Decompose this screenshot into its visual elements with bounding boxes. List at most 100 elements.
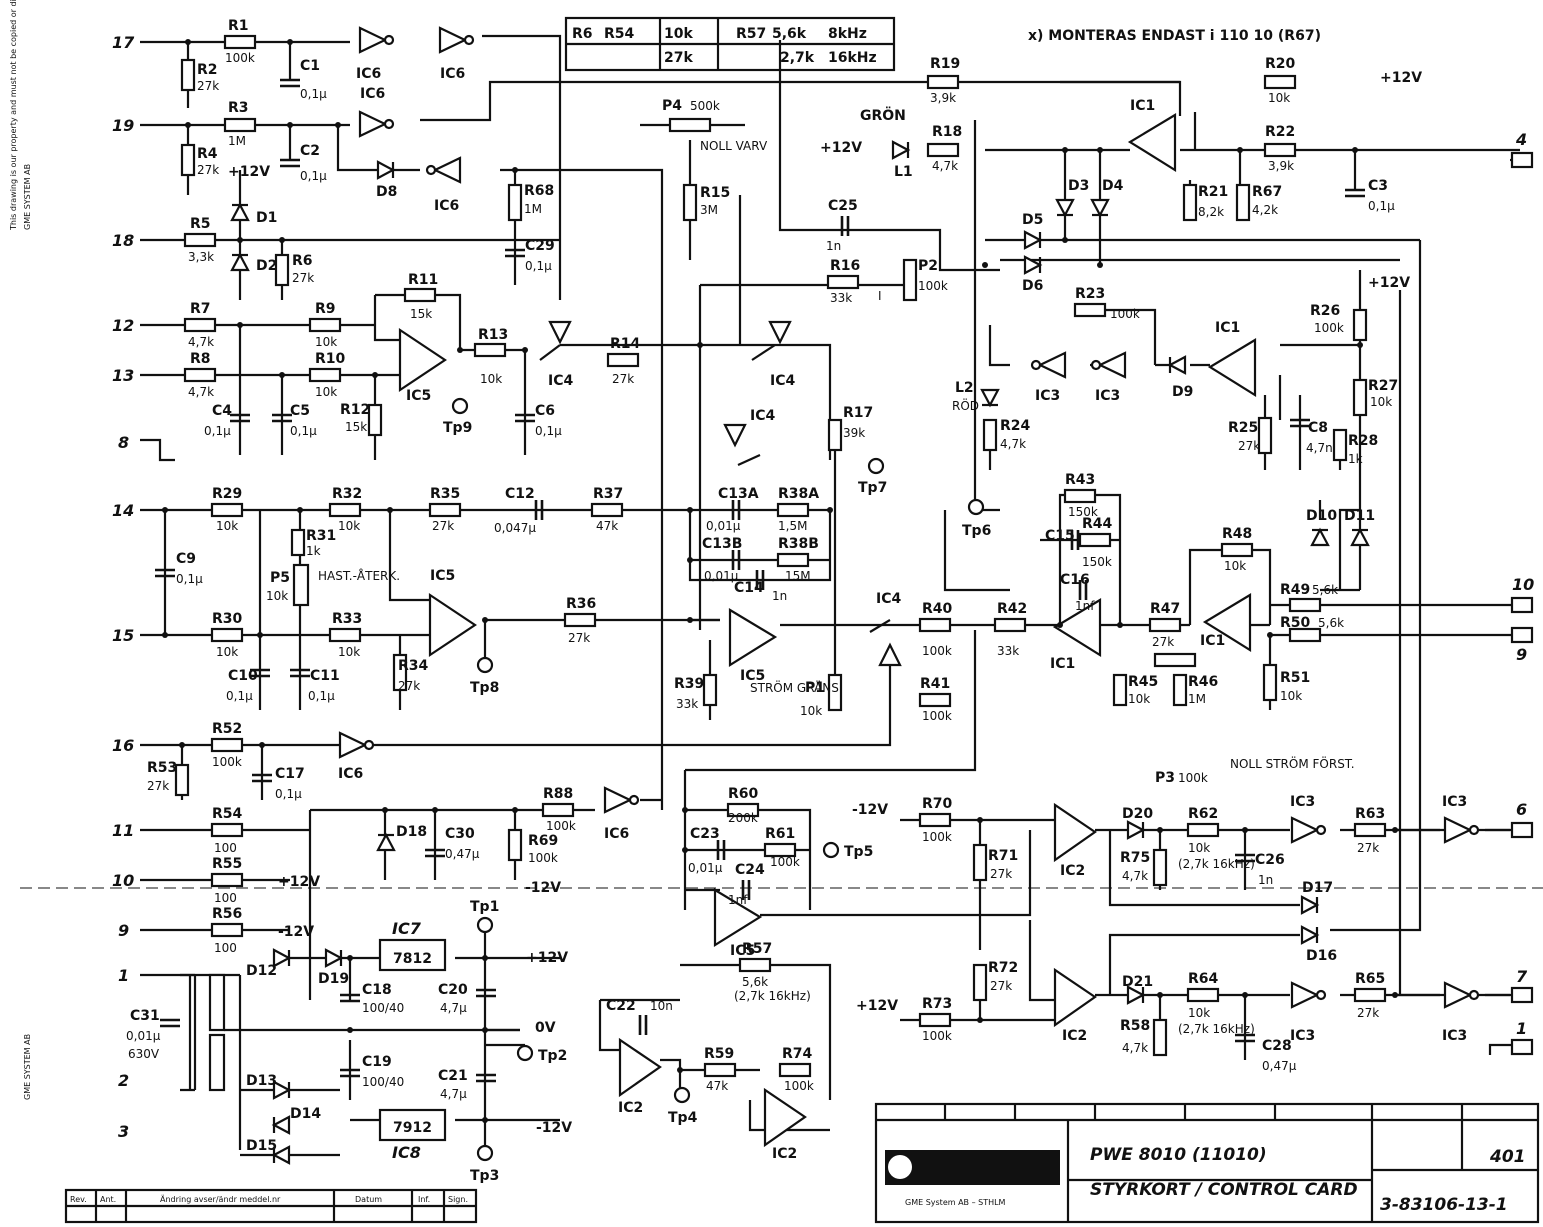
svg-text:4,7k: 4,7k [932,159,958,173]
svg-text:C1: C1 [300,58,320,74]
opamp-IC1-b [1207,338,1257,397]
revision-table: Rev. Ant. Ändring avser/ändr meddel.nr D… [64,1188,478,1224]
svg-text:R26: R26 [1310,303,1340,319]
svg-text:R16: R16 [830,258,860,274]
svg-text:27k: 27k [568,631,590,645]
svg-text:0,1µ: 0,1µ [290,424,317,438]
svg-text:33k: 33k [676,697,698,711]
resistor-R7 [183,317,217,333]
svg-text:D10: D10 [1306,508,1337,524]
resistor-R16 [826,274,860,290]
svg-text:R45: R45 [1128,674,1158,690]
svg-text:4,7µ: 4,7µ [440,1001,467,1015]
svg-text:R44: R44 [1082,516,1113,532]
power-section: 7812 7912 IC7 IC8 0V [180,919,556,1162]
svg-text:10k: 10k [1128,692,1150,706]
svg-text:Tp9: Tp9 [443,420,472,436]
svg-text:15: 15 [112,626,134,645]
svg-text:C21: C21 [438,1068,468,1084]
svg-text:27k: 27k [147,779,169,793]
opamp-IC1-c [1052,598,1102,657]
svg-text:R29: R29 [212,486,242,502]
svg-text:Tp2: Tp2 [538,1048,567,1064]
svg-text:4,2k: 4,2k [1252,203,1278,217]
resistor-R27 [1352,378,1368,417]
resistor-R53 [174,763,190,797]
svg-text:D18: D18 [396,824,427,840]
svg-text:R57: R57 [742,941,772,957]
opamp-IC2-c [618,1037,662,1098]
svg-text:IC6: IC6 [356,66,381,82]
svg-text:R54: R54 [212,806,243,822]
svg-text:D5: D5 [1022,212,1043,228]
svg-text:HAST.-ÅTERK.: HAST.-ÅTERK. [318,568,400,583]
svg-text:R59: R59 [704,1046,734,1062]
side-text: This drawing is our property and must no… [9,0,32,1100]
svg-text:0,01µ: 0,01µ [688,861,723,875]
resistor-R15 [682,183,698,222]
svg-text:10k: 10k [338,645,360,659]
svg-text:27k: 27k [292,271,314,285]
svg-text:IC5: IC5 [730,943,755,959]
svg-text:L2: L2 [955,380,974,396]
svg-text:100k: 100k [922,830,952,844]
svg-text:R2: R2 [197,62,218,78]
svg-text:R32: R32 [332,486,362,502]
svg-text:3: 3 [118,1122,129,1141]
svg-text:R41: R41 [920,676,950,692]
title-block: GME System AB – STHLM PWE 8010 (11010) S… [874,1102,1540,1224]
svg-text:4,7k: 4,7k [1122,869,1148,883]
svg-text:0,47µ: 0,47µ [445,847,480,861]
svg-text:0,1µ: 0,1µ [275,787,302,801]
header-r6-v1: 10k [664,26,693,42]
svg-text:GME SYSTEM AB: GME SYSTEM AB [23,1034,32,1100]
svg-text:C30: C30 [445,826,475,842]
svg-text:100k: 100k [546,819,576,833]
svg-text:C18: C18 [362,982,392,998]
svg-text:Tp7: Tp7 [858,480,887,496]
svg-text:R15: R15 [700,185,730,201]
svg-text:C11: C11 [310,668,340,684]
svg-text:8,2k: 8,2k [1198,205,1224,219]
resistor-R73 [918,1012,952,1028]
svg-text:Tp3: Tp3 [470,1168,499,1184]
resistor-R38B [776,552,810,568]
svg-text:R42: R42 [997,601,1027,617]
company-name: GME System AB – STHLM [905,1198,1006,1207]
svg-text:10: 10 [112,871,134,890]
resistor-R23 [1073,302,1107,318]
resistor-R50 [1288,627,1322,643]
svg-text:33k: 33k [830,291,852,305]
resistor-R62 [1186,822,1220,838]
svg-text:7912: 7912 [393,1120,432,1136]
svg-text:3,9k: 3,9k [930,91,956,105]
junctions [162,39,1398,1123]
svg-text:16: 16 [112,736,134,755]
resistor-R44 [1078,532,1112,548]
svg-text:D4: D4 [1102,178,1124,194]
svg-text:IC5: IC5 [740,668,765,684]
svg-text:5,6k: 5,6k [742,975,768,989]
svg-text:R62: R62 [1188,806,1218,822]
svg-text:R3: R3 [228,100,249,116]
svg-text:10k: 10k [1188,1006,1210,1020]
drawing-subtitle: STYRKORT / CONTROL CARD [1090,1180,1358,1200]
resistor-R52 [210,737,244,753]
diodes [230,140,1370,1165]
svg-text:R8: R8 [190,351,211,367]
svg-text:27k: 27k [432,519,454,533]
resistor-R4 [180,143,196,177]
svg-text:C5: C5 [290,403,310,419]
svg-text:+12V: +12V [278,874,320,890]
svg-text:33k: 33k [997,644,1019,658]
svg-text:39k: 39k [843,426,865,440]
svg-text:15k: 15k [345,420,367,434]
svg-text:27k: 27k [612,372,634,386]
svg-text:L1: L1 [894,164,913,180]
svg-text:7: 7 [1516,967,1528,986]
resistor-R41 [918,692,952,708]
svg-text:R27: R27 [1368,378,1398,394]
svg-text:C16: C16 [1060,572,1090,588]
svg-text:D20: D20 [1122,806,1153,822]
svg-text:19: 19 [112,116,134,135]
